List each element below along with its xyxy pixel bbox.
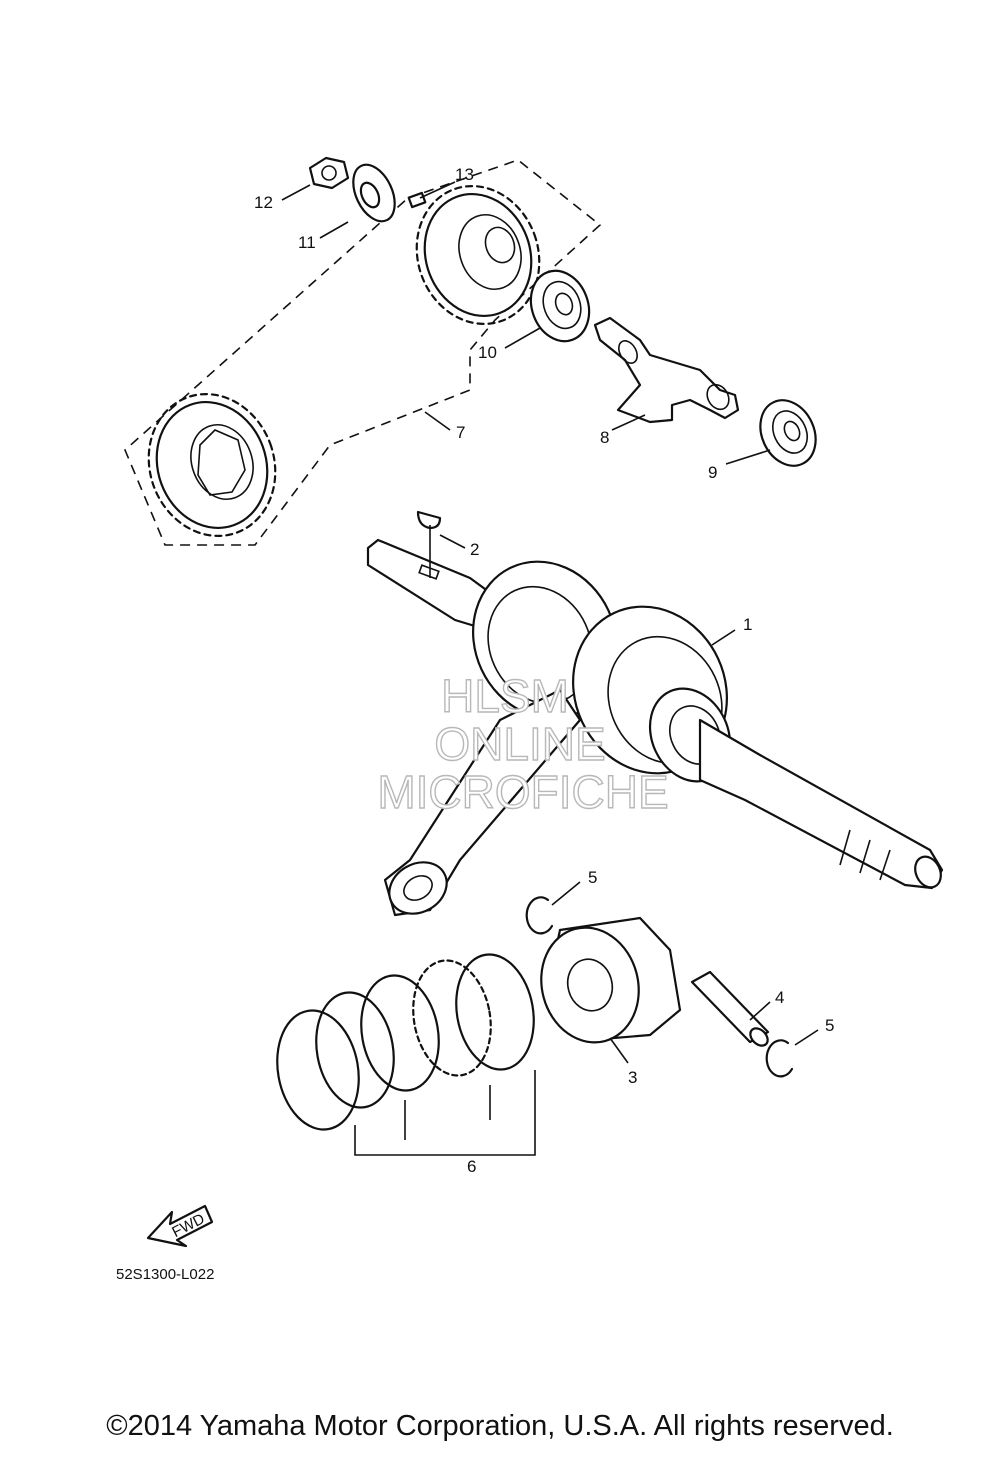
- watermark-line-3: MICROFICHE: [377, 766, 668, 818]
- callout-13: 13: [455, 165, 474, 184]
- callout-10: 10: [478, 343, 497, 362]
- circlip-part-5-upper[interactable]: [525, 896, 554, 935]
- nut-part-12[interactable]: [308, 156, 350, 190]
- balancer-shaft-part-8[interactable]: [593, 316, 740, 424]
- washer-part-11[interactable]: [345, 158, 403, 228]
- callout-1: 1: [743, 615, 752, 634]
- callout-5-upper: 5: [588, 868, 597, 887]
- leader-lines: [281, 181, 819, 1064]
- piston-pin-part-4[interactable]: [690, 970, 771, 1049]
- piston-part-3[interactable]: [529, 916, 682, 1054]
- callout-9: 9: [708, 463, 717, 482]
- watermark-line-2: ONLINE: [434, 718, 605, 770]
- crank-gear-lower[interactable]: [129, 376, 295, 554]
- diagram-code: 52S1300-L022: [116, 1266, 214, 1283]
- callout-5-lower: 5: [825, 1016, 834, 1035]
- watermark-line-1: HLSM: [441, 670, 569, 722]
- callout-7: 7: [456, 423, 465, 442]
- fwd-arrow-icon: FWD: [146, 1204, 214, 1248]
- callout-3: 3: [628, 1068, 637, 1087]
- crankshaft-part-1[interactable]: [366, 538, 946, 924]
- woodruff-key-part-2[interactable]: [416, 510, 442, 530]
- bearing-part-9[interactable]: [750, 391, 826, 475]
- callout-2: 2: [470, 540, 479, 559]
- callout-6: 6: [467, 1157, 476, 1176]
- piston-rings-part-6[interactable]: [268, 948, 542, 1156]
- callout-8: 8: [600, 428, 609, 447]
- copyright-notice: ©2014 Yamaha Motor Corporation, U.S.A. A…: [106, 1410, 894, 1442]
- circlip-part-5-lower[interactable]: [765, 1039, 794, 1078]
- key-part-13[interactable]: [407, 191, 427, 209]
- crank-gear-upper[interactable]: [398, 169, 559, 342]
- callout-12: 12: [254, 193, 273, 212]
- callout-4: 4: [775, 988, 784, 1007]
- assembly-7-boundary: [124, 159, 602, 546]
- bearing-part-10[interactable]: [521, 263, 598, 350]
- callout-11: 11: [298, 233, 316, 252]
